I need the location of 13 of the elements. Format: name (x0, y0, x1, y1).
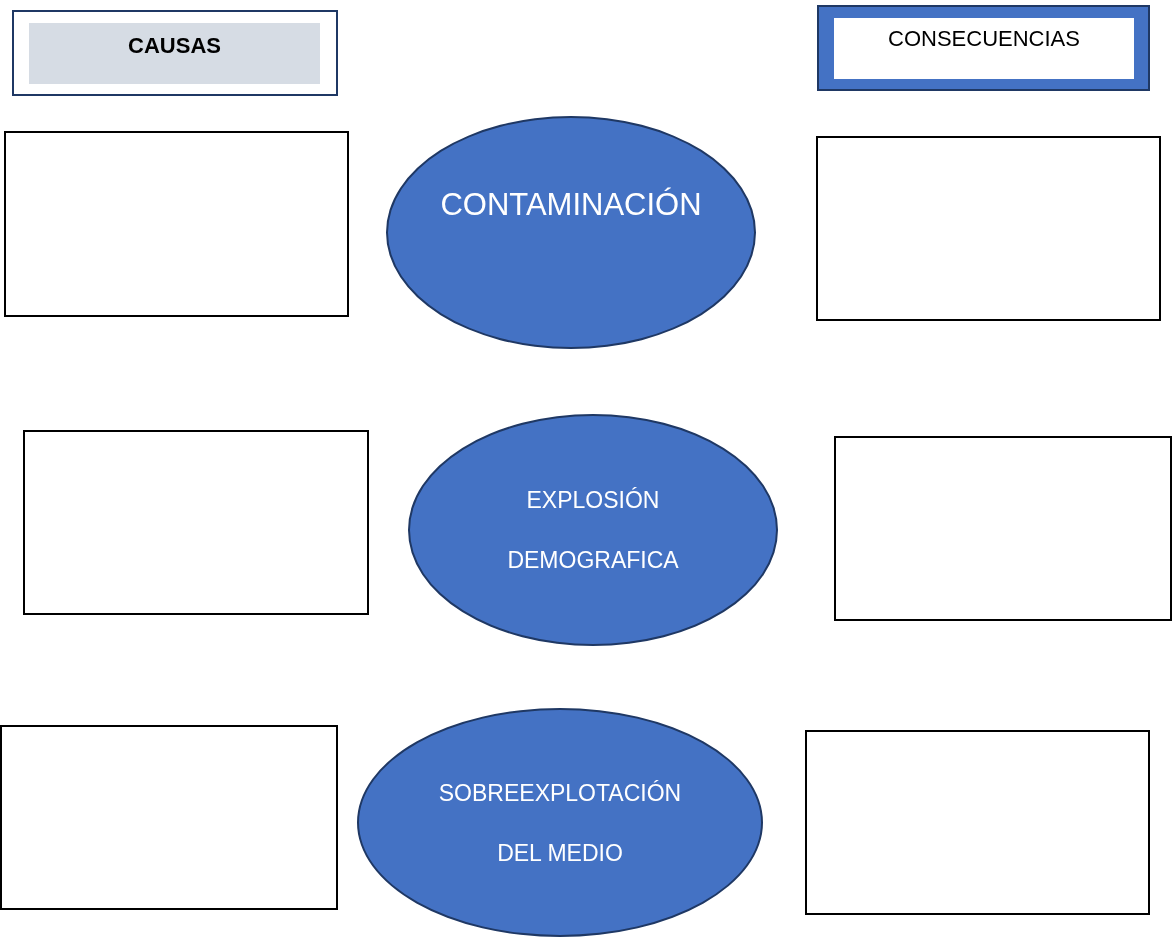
empty-box (4, 131, 349, 317)
header-box (817, 5, 1150, 91)
topic-text: SOBREEXPLOTACIÓN DEL MEDIO (437, 778, 683, 868)
empty-box (805, 730, 1150, 915)
empty-box (23, 430, 369, 615)
header-text: CAUSAS (128, 32, 221, 60)
topic-text: CONTAMINACIÓN (440, 186, 702, 224)
empty-box (816, 136, 1161, 321)
empty-box (834, 436, 1172, 621)
header-box (12, 10, 338, 96)
empty-box (0, 725, 338, 910)
header-text: CONSECUENCIAS (888, 25, 1080, 53)
topic-text: EXPLOSIÓN DEMOGRAFICA (506, 486, 680, 575)
